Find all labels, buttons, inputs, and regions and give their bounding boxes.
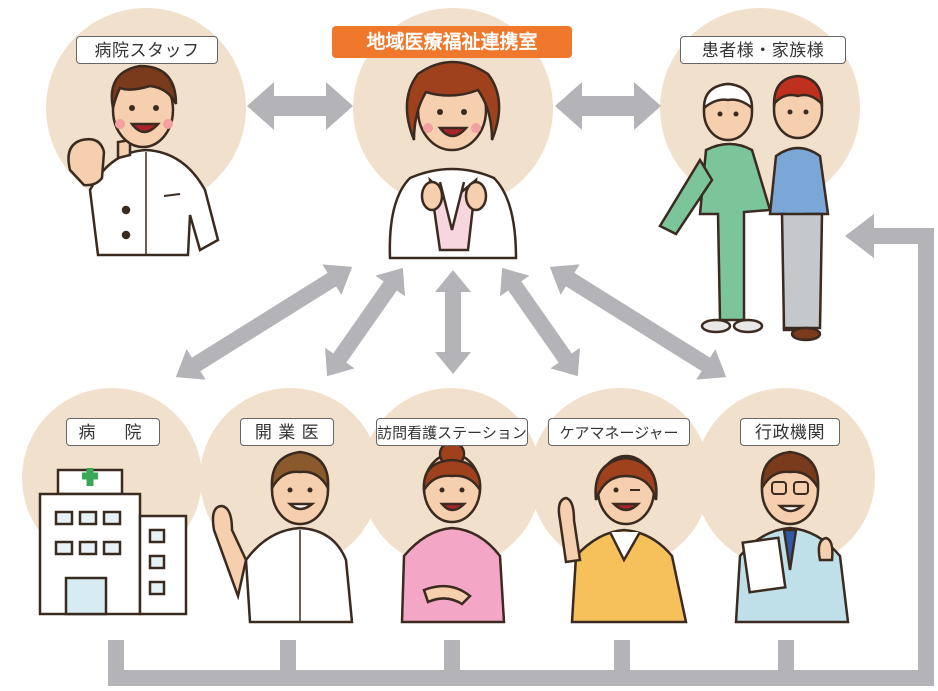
care-manager-illustration (557, 454, 688, 624)
hospital-staff-illustration (67, 64, 220, 257)
label-clinic: 開 業 医 (240, 418, 334, 446)
label-patient-family: 患者様・家族様 (680, 36, 846, 64)
arrow-to-nursing (435, 270, 471, 374)
connector-line (108, 214, 934, 686)
arrow-to-government (549, 264, 727, 380)
visiting-nurse-illustration (400, 440, 506, 624)
arrow-to-hospital (175, 264, 353, 380)
label-hospital-staff: 病院スタッフ (76, 36, 218, 64)
center-title: 地域医療福祉連携室 (332, 26, 572, 58)
hospital-building-illustration (38, 468, 188, 616)
label-government: 行政機関 (740, 418, 840, 446)
arrow-staff-coordinator (247, 82, 353, 130)
arrow-to-clinic (325, 267, 405, 377)
label-care-manager: ケアマネージャー (548, 418, 690, 446)
government-officer-illustration (734, 450, 850, 624)
arrows (175, 82, 727, 380)
arrow-to-caremanager (500, 267, 580, 377)
arrow-coordinator-family (555, 82, 661, 130)
clinic-doctor-illustration (211, 450, 354, 624)
coordinator-illustration (388, 60, 518, 260)
label-visiting-nursing: 訪問看護ステーション (376, 418, 528, 446)
label-hospital: 病 院 (66, 418, 160, 446)
patient-family-illustration (658, 74, 830, 342)
